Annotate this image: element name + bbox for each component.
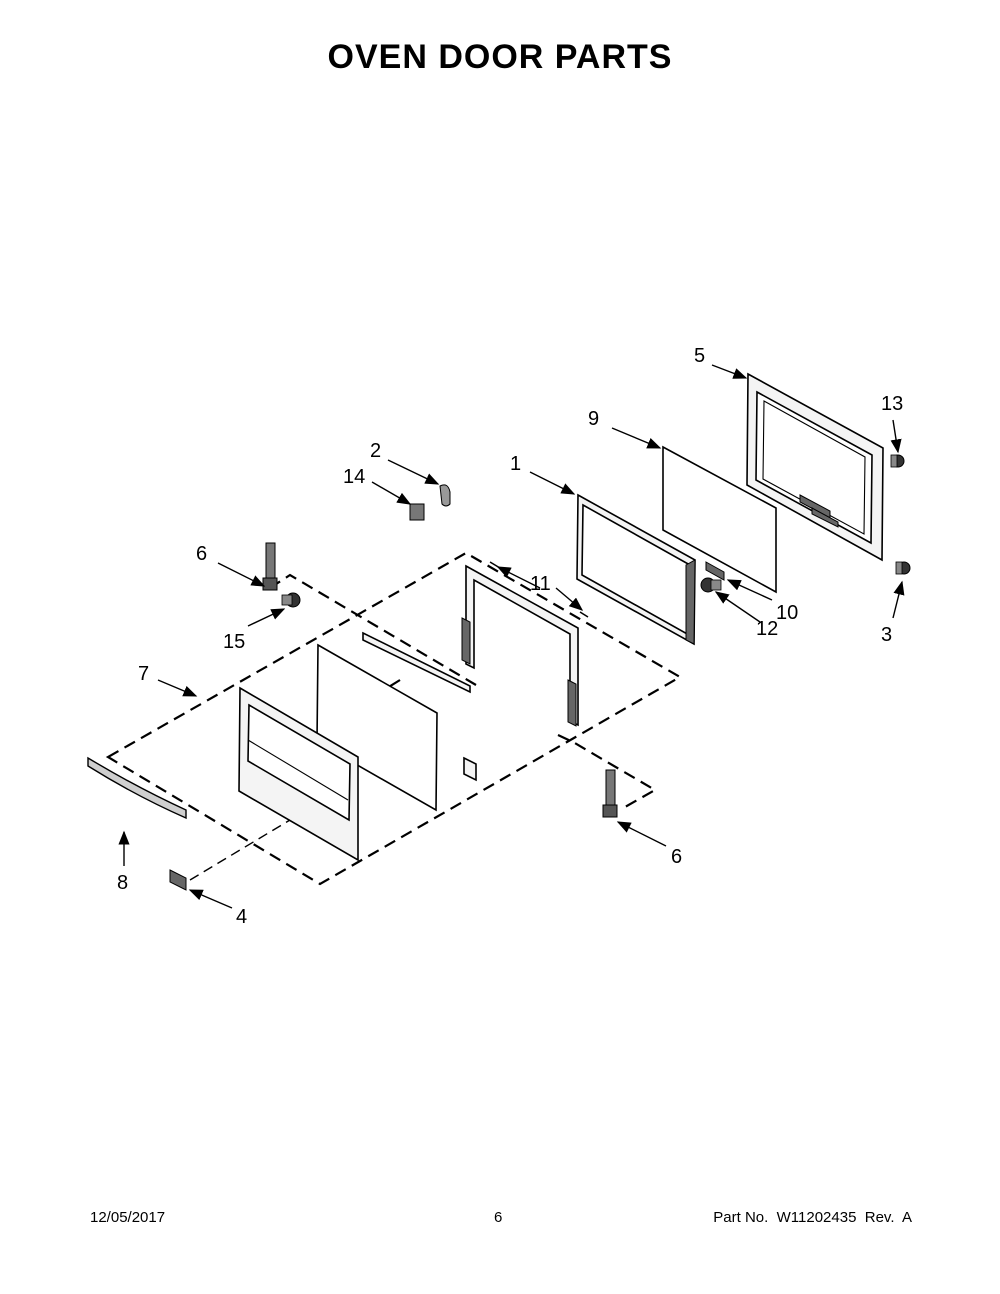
callout-2: 2 [370, 440, 381, 462]
callout-13: 13 [881, 393, 903, 415]
screw-part-15 [281, 592, 301, 608]
callout-3: 3 [881, 624, 892, 646]
leader-arrows [118, 364, 905, 909]
outer-door-panel [238, 686, 359, 862]
latch-part-4 [169, 869, 187, 891]
hinge-part-6-lower [602, 769, 618, 818]
screw-part-3 [895, 561, 911, 575]
inner-door-panel-part-1 [576, 493, 696, 646]
callout-6-upper: 6 [196, 543, 207, 565]
callout-7: 7 [138, 663, 149, 685]
glass-panel-part-9 [662, 445, 777, 594]
middle-glass-panel [316, 643, 438, 812]
callout-6-lower: 6 [671, 846, 682, 868]
page-title: OVEN DOOR PARTS [327, 38, 673, 76]
callout-15: 15 [223, 631, 245, 653]
screw-part-12 [700, 577, 722, 593]
clip-part-14 [409, 503, 425, 521]
callout-11: 11 [530, 573, 551, 595]
callout-1: 1 [510, 453, 521, 475]
bracket-part-10 [705, 561, 725, 581]
callout-4: 4 [236, 906, 247, 928]
footer-date: 12/05/2017 [90, 1209, 166, 1226]
clip-part-2 [439, 484, 451, 507]
callout-8: 8 [117, 872, 128, 894]
hinge-part-6-upper [262, 542, 278, 591]
callout-9: 9 [588, 408, 599, 430]
rear-door-frame-part-5 [746, 372, 884, 562]
footer-part-number: Part No. W11202435 Rev. A [713, 1209, 912, 1226]
footer-page-number: 6 [494, 1209, 503, 1226]
callout-10: 10 [776, 602, 798, 624]
screw-part-13 [890, 454, 905, 468]
door-handle-part-8 [87, 756, 187, 820]
callout-14: 14 [343, 466, 365, 488]
trim-strips [362, 631, 477, 782]
inner-frame-part-11 [461, 561, 589, 727]
callout-12: 12 [756, 618, 778, 640]
callout-5: 5 [694, 345, 705, 367]
